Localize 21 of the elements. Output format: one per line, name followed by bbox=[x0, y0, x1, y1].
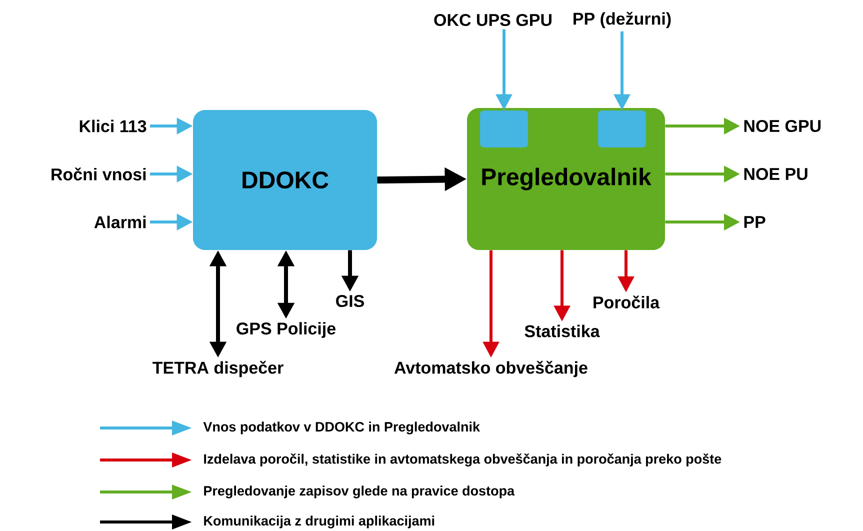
label-text: Avtomatsko obveščanje bbox=[394, 360, 588, 378]
label-text: Ročni vnosi bbox=[52, 168, 146, 180]
label-text: PP bbox=[744, 216, 766, 228]
label-text: GIS bbox=[336, 294, 364, 308]
label-text: Statistika bbox=[524, 324, 600, 338]
legend-text: Vnos podatkov v DDOKC in Pregledovalnik bbox=[203, 422, 480, 434]
label-text: PP (dežurni) bbox=[574, 12, 671, 28]
legend-text: Pregledovanje zapisov glede na pravice dostopa bbox=[204, 486, 515, 498]
label-text: NOE GPU bbox=[744, 120, 821, 132]
system-box: DDOKC bbox=[193, 110, 377, 250]
legend-text: Izdelava poročil, statistike in avtomatskega obveščanja in poročanja preko pošte bbox=[204, 454, 722, 466]
label-text: TETRA dispečer bbox=[152, 360, 284, 378]
legend-text: Komunikacija z drugimi aplikacijami bbox=[204, 516, 434, 528]
label-text: Poročila bbox=[594, 296, 660, 308]
input-port-box bbox=[598, 110, 646, 148]
label-text: GPS Policije bbox=[236, 322, 336, 338]
label-text: Alarmi bbox=[94, 216, 146, 228]
label-text: Klici 113 bbox=[80, 120, 146, 132]
input-port-box bbox=[480, 110, 528, 148]
label-text: OKC UPS GPU bbox=[434, 14, 552, 26]
label-text: NOE PU bbox=[744, 168, 808, 180]
